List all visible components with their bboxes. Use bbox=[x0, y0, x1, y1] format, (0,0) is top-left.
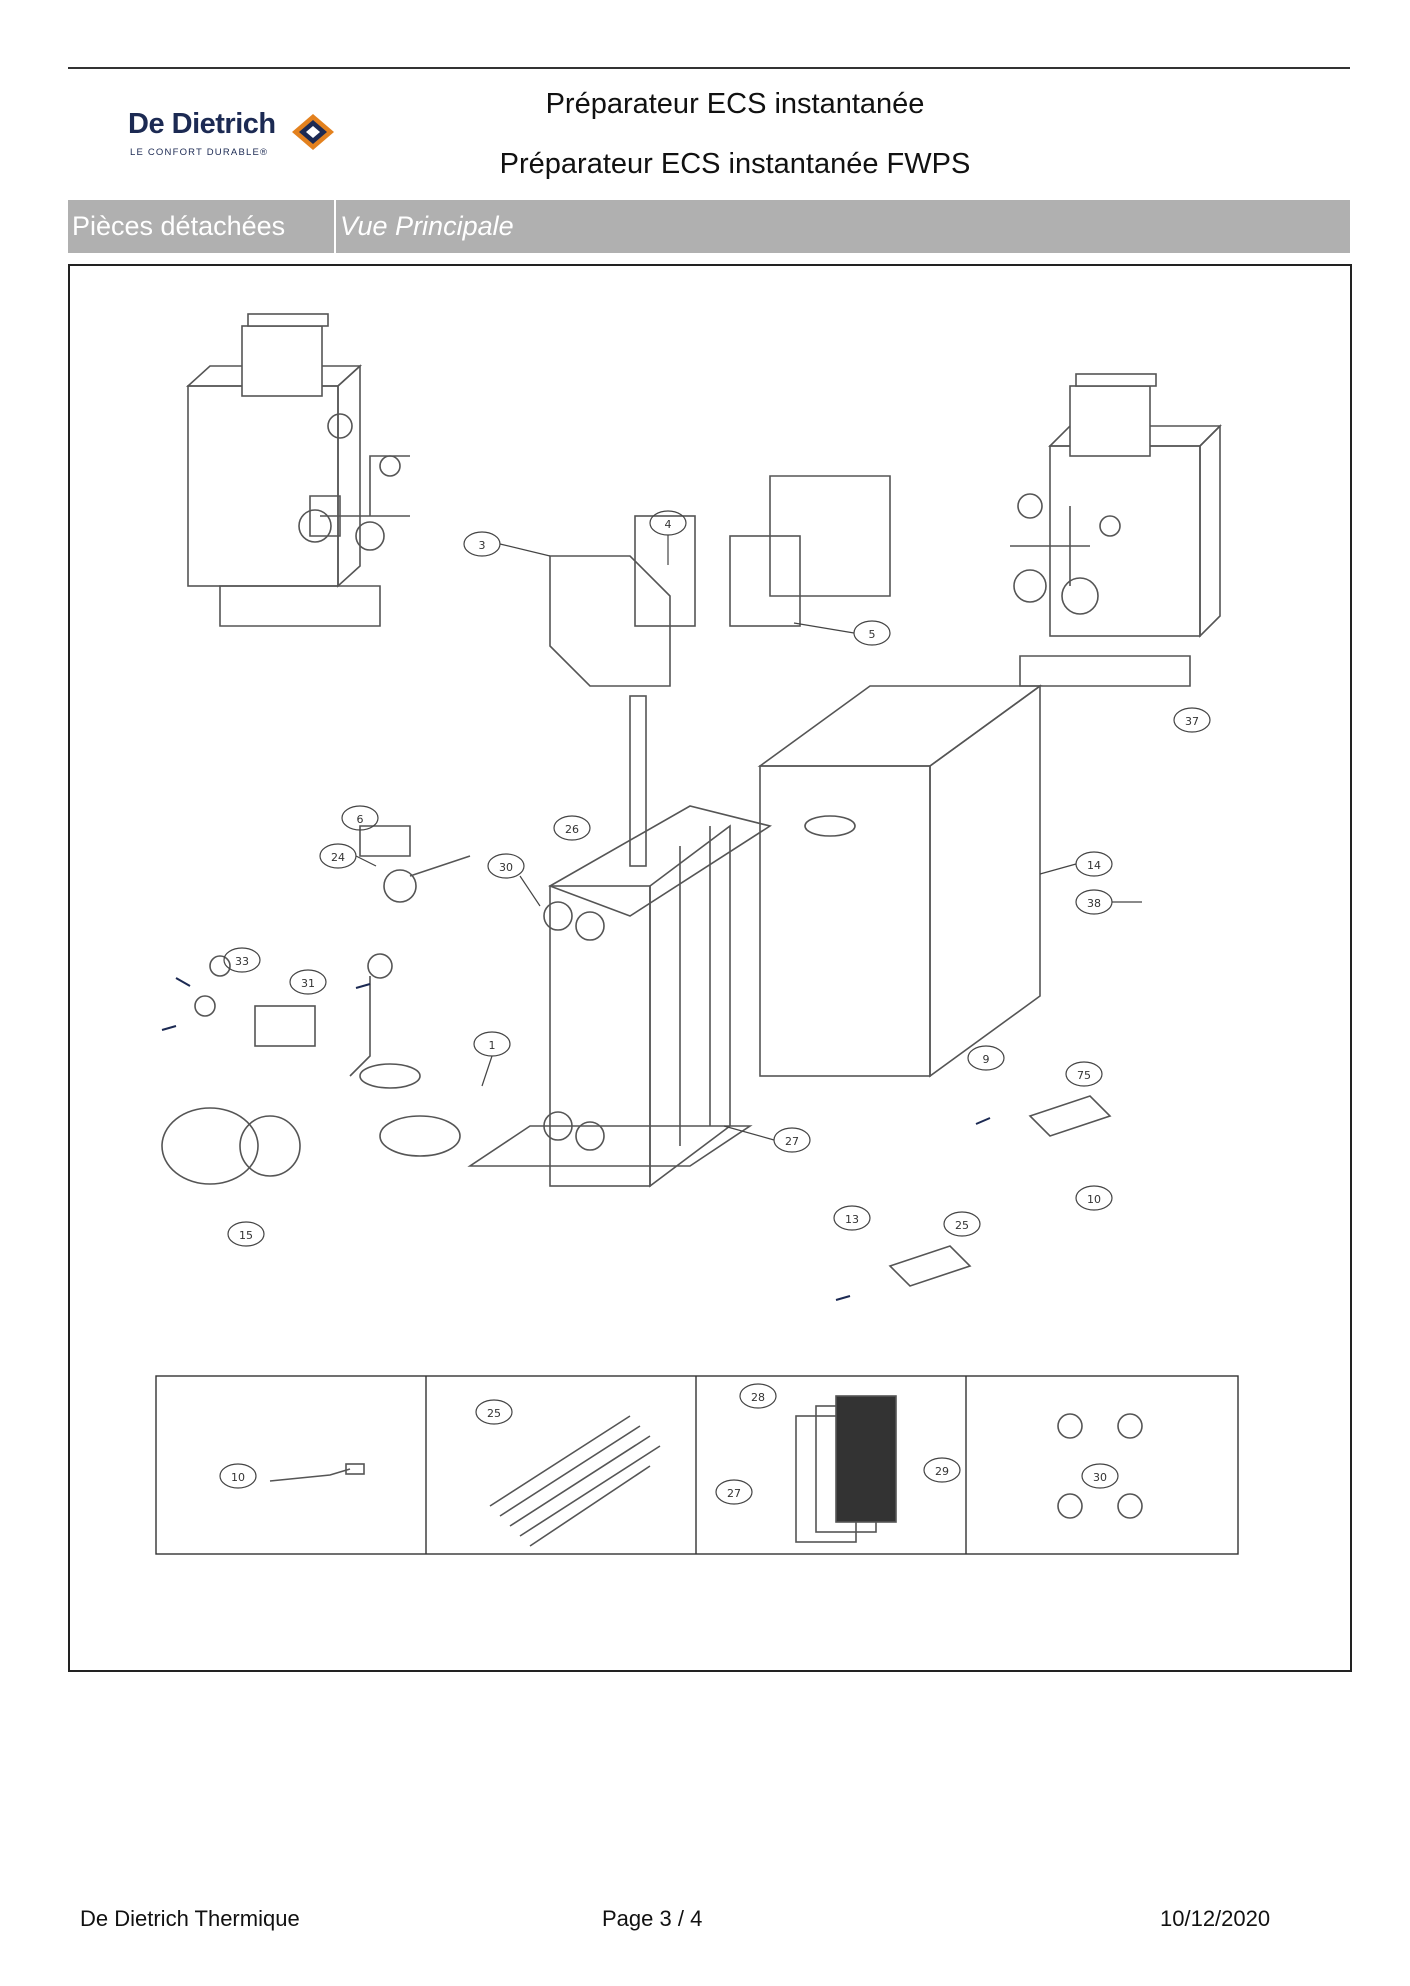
callout-text: 13 bbox=[845, 1213, 859, 1226]
callout-text: 30 bbox=[499, 861, 513, 874]
callout-text: 3 bbox=[479, 539, 486, 552]
brand-name: De Dietrich bbox=[128, 108, 276, 140]
callout-text: 9 bbox=[983, 1053, 990, 1066]
callout-text: 26 bbox=[565, 823, 579, 836]
callout-text: 10 bbox=[1087, 1193, 1101, 1206]
page-title: Préparateur ECS instantanée bbox=[545, 88, 925, 120]
callout-text: 75 bbox=[1077, 1069, 1091, 1082]
detail-callout-text: 30 bbox=[1093, 1471, 1107, 1484]
detail-callout-text: 28 bbox=[751, 1391, 765, 1404]
detail-callout-text: 25 bbox=[487, 1407, 501, 1420]
callout-text: 25 bbox=[955, 1219, 969, 1232]
callout-text: 6 bbox=[357, 813, 364, 826]
assembled-unit-left bbox=[185, 313, 410, 627]
page-subtitle: Préparateur ECS instantanée FWPS bbox=[499, 148, 971, 180]
callout-text: 31 bbox=[301, 977, 315, 990]
control-box-parts bbox=[549, 475, 891, 867]
detail-strip bbox=[155, 1375, 1239, 1555]
section-band: Pièces détachées Vue Principale bbox=[68, 200, 1350, 253]
footer-date: 10/12/2020 bbox=[1160, 1906, 1271, 1931]
brand-logo: De Dietrich LE CONFORT DURABLE® bbox=[128, 108, 348, 168]
callout-labels: 3 4 5 6 24 30 26 14 37 38 33 31 1 9 15 2… bbox=[223, 510, 1211, 1247]
piping-parts bbox=[161, 825, 1112, 1287]
callout-text: 33 bbox=[235, 955, 249, 968]
callout-text: 15 bbox=[239, 1229, 253, 1242]
detail-callout-text: 29 bbox=[935, 1465, 949, 1478]
assembled-unit-right bbox=[1010, 373, 1222, 687]
callout-text: 14 bbox=[1087, 859, 1101, 872]
exploded-view-frame: 3 4 5 6 24 30 26 14 37 38 33 31 1 9 15 2… bbox=[68, 264, 1352, 1672]
brand-tagline: LE CONFORT DURABLE® bbox=[130, 147, 269, 158]
detail-callouts: 10 25 28 27 29 30 bbox=[219, 1383, 1119, 1505]
brand-diamond-icon bbox=[292, 114, 334, 150]
callout-text: 24 bbox=[331, 851, 345, 864]
detail-callout-text: 10 bbox=[231, 1471, 245, 1484]
view-label: Vue Principale bbox=[340, 211, 514, 241]
callout-text: 1 bbox=[489, 1039, 496, 1052]
flow-arrows bbox=[161, 977, 991, 1301]
footer-page: Page 3 / 4 bbox=[602, 1906, 703, 1931]
callout-text: 38 bbox=[1087, 897, 1101, 910]
top-rule bbox=[68, 67, 1350, 69]
callout-text: 5 bbox=[869, 628, 876, 641]
footer-company: De Dietrich Thermique bbox=[80, 1906, 300, 1931]
callout-text: 4 bbox=[665, 518, 672, 531]
callout-text: 27 bbox=[785, 1135, 799, 1148]
callout-text: 37 bbox=[1185, 715, 1199, 728]
main-casing bbox=[757, 684, 1043, 1078]
section-label: Pièces détachées bbox=[68, 200, 336, 253]
exploded-diagram: 3 4 5 6 24 30 26 14 37 38 33 31 1 9 15 2… bbox=[155, 313, 1239, 1555]
heat-exchanger bbox=[467, 805, 772, 1188]
detail-callout-text: 27 bbox=[727, 1487, 741, 1500]
